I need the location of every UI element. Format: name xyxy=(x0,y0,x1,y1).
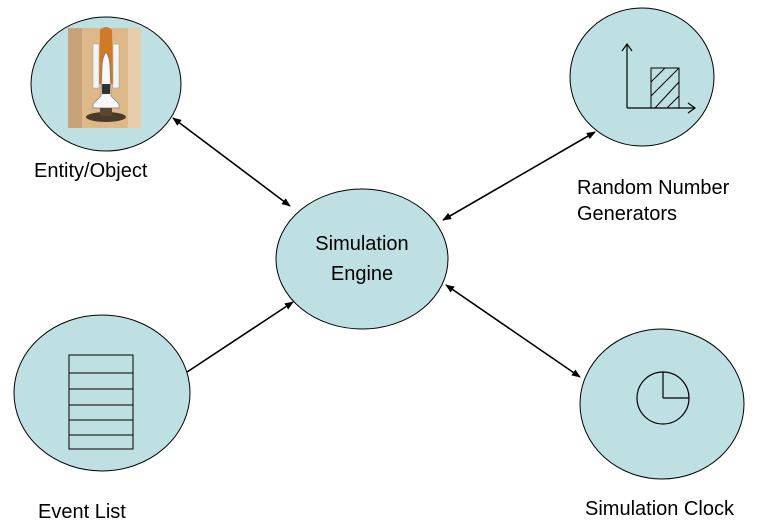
random-number-generators-label-line2: Generators xyxy=(577,203,678,225)
space-shuttle-icon xyxy=(68,27,141,128)
arrow-rng-engine xyxy=(442,131,596,221)
random-number-generators-node xyxy=(569,7,715,147)
event-list-node xyxy=(13,314,191,472)
simulation-engine-label: Simulation Engine xyxy=(277,229,447,289)
random-number-generators-label: Random Number Generators xyxy=(577,175,729,227)
clock-pie-icon xyxy=(636,371,690,425)
arrow-eventlist-engine xyxy=(177,301,294,379)
simulation-engine-node xyxy=(275,188,449,330)
simulation-engine-label-line1: Simulation xyxy=(315,233,409,255)
histogram-axes-icon xyxy=(621,42,697,114)
simulation-engine-label-line2: Engine xyxy=(330,263,394,285)
random-number-generators-label-line1: Random Number xyxy=(577,177,730,199)
simulation-clock-node xyxy=(579,328,745,480)
entity-object-label: Entity/Object xyxy=(34,160,148,182)
arrow-entity-engine xyxy=(172,117,291,207)
event-list-label: Event List xyxy=(38,501,126,523)
arrow-clock-engine xyxy=(445,284,581,378)
simulation-clock-label: Simulation Clock xyxy=(585,498,734,520)
event-list-table-icon xyxy=(68,354,134,450)
